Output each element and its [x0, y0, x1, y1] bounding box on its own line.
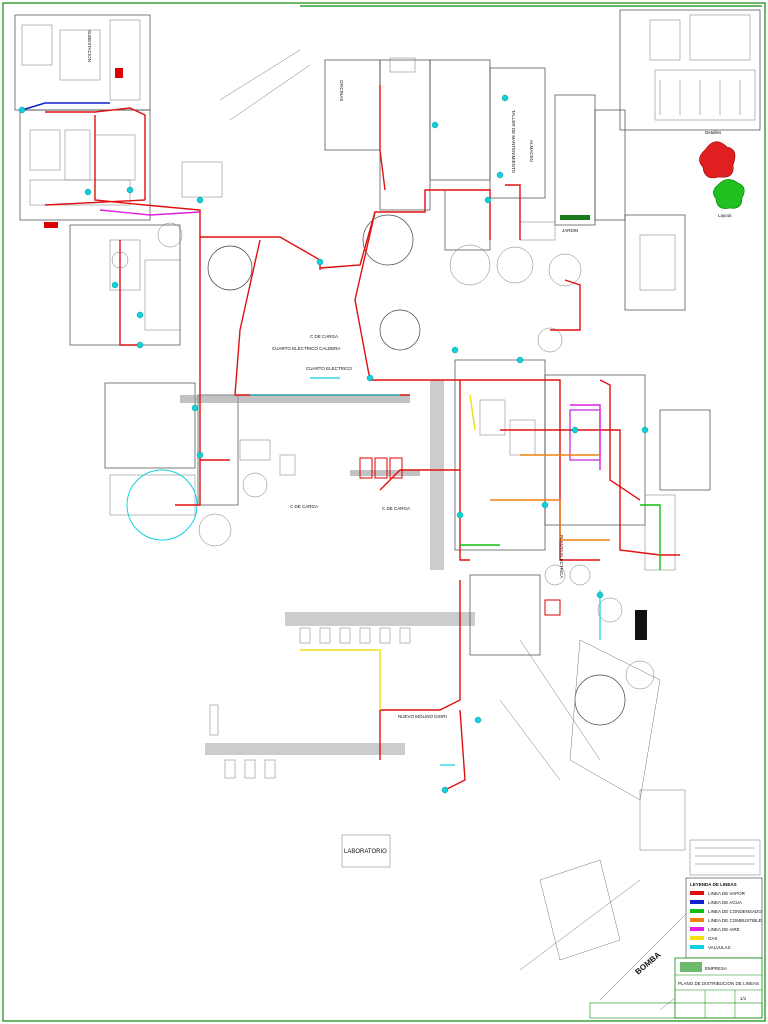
- title-project: PLANO DE DISTRIBUCION DE LINEAS: [678, 981, 759, 986]
- legend-swatch: [690, 936, 704, 940]
- top-right-buildings: [619, 9, 761, 311]
- legend-swatch: [690, 945, 704, 949]
- title-block: EMPRESA PLANO DE DISTRIBUCION DE LINEAS …: [589, 957, 763, 1019]
- label-subestacion: SUBESTACION: [87, 30, 92, 62]
- legend-swatch: [690, 891, 704, 895]
- legend-swatch: [690, 918, 704, 922]
- detalles-label: Detalles: [705, 130, 722, 135]
- label-nuevo-molino: NUEVO MOLINO DIORI: [398, 714, 447, 719]
- label-almacen: ALMACEN: [529, 140, 534, 162]
- left-middle-section: [104, 382, 296, 547]
- layout-icon[interactable]: Layout: [713, 179, 745, 218]
- label-c-de-carga-2: C DE CARGA: [290, 504, 318, 509]
- detalles-icon[interactable]: Detalles: [699, 130, 736, 179]
- legend-label: LINEA DE AIRE: [708, 927, 740, 932]
- legend-label: GAS: [708, 936, 718, 941]
- label-c-de-carga-3: C DE CARGA: [382, 506, 410, 511]
- top-middle-buildings: [181, 49, 626, 251]
- label-laboratorio: LABORATORIO: [344, 849, 387, 855]
- title-company: EMPRESA: [705, 966, 727, 971]
- legend-label: LINEA DE AGUA: [708, 900, 742, 905]
- lower-right-area: [469, 574, 686, 851]
- label-cuarto-electrico: CUARTO ELECTRICO CALDERA: [272, 346, 340, 351]
- valves: [18, 94, 649, 794]
- label-bomba: BOMBA: [634, 950, 663, 976]
- label-taller: TALLER DE MANTENIMIENTO: [511, 110, 516, 174]
- top-left-buildings: [14, 14, 183, 346]
- legend-label: LINEA DE CONDENSADO: [708, 909, 762, 914]
- legend-swatch: [690, 900, 704, 904]
- company-logo: [680, 962, 702, 972]
- label-cuarto-electrico-2: CUARTO ELECTRICO: [306, 366, 352, 371]
- conveyors: [180, 380, 475, 755]
- laboratorio-building: [341, 834, 391, 868]
- label-oficinas: OFICINAS: [339, 80, 344, 101]
- tanks-center: [207, 214, 582, 353]
- legend-label: LINEA DE VAPOR: [708, 891, 746, 896]
- legend-label: VALVULAS: [708, 945, 731, 950]
- legend-swatch: [690, 927, 704, 931]
- label-jardin: JARDIN: [562, 228, 578, 233]
- equipment-rows: [209, 457, 411, 779]
- line-legend: LEYENDA DE LINEAS LINEA DE VAPOR LINEA DE…: [685, 877, 763, 959]
- layout-label: Layout: [718, 213, 732, 218]
- legend-title: LEYENDA DE LINEAS: [690, 882, 737, 887]
- legend-label: LINEA DE COMBUSTIBLE: [708, 918, 762, 923]
- label-c-de-carga-1: C DE CARGA: [310, 334, 338, 339]
- title-sheet: 1/1: [740, 996, 747, 1001]
- legend-swatch: [690, 909, 704, 913]
- label-planta-electrica: PLANTA ELECTRICA: [559, 535, 564, 578]
- piping: [21, 85, 680, 791]
